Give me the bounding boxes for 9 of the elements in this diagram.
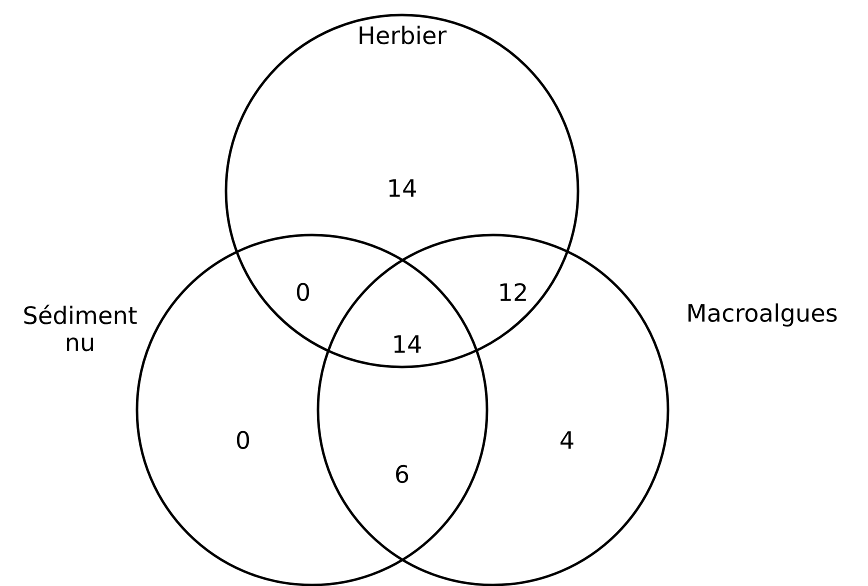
region-count: 14 bbox=[394, 335, 421, 353]
region-count: 14 bbox=[389, 179, 416, 197]
region-count: 12 bbox=[500, 283, 526, 301]
region-count: 4 bbox=[560, 431, 574, 449]
node-label: Macroalgues bbox=[688, 303, 837, 327]
region-count: 0 bbox=[296, 282, 310, 302]
node-label: Sédiment nu bbox=[24, 304, 137, 352]
region-count: 6 bbox=[396, 464, 408, 484]
region-count: 0 bbox=[236, 430, 250, 450]
